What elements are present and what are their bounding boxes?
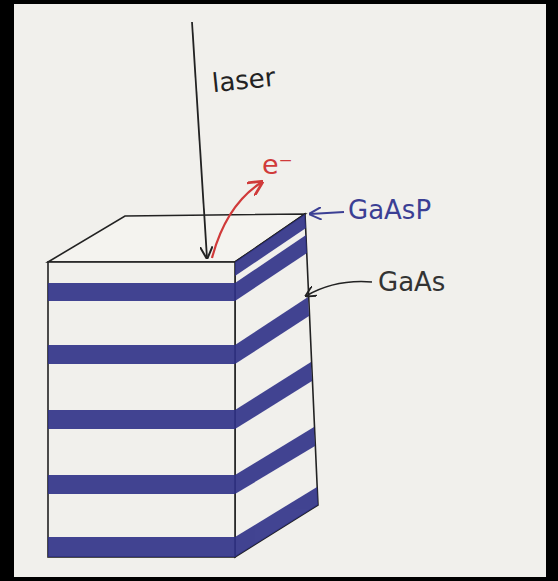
gaasp-layers bbox=[48, 214, 318, 557]
label-holder: GaAsP bbox=[348, 196, 431, 225]
electron-arrow bbox=[212, 182, 262, 258]
leader-line bbox=[310, 212, 344, 214]
paper bbox=[14, 4, 546, 577]
front-face bbox=[48, 262, 235, 557]
label-holder: e⁻ bbox=[262, 150, 293, 180]
layer-label: GaAsP bbox=[348, 196, 431, 225]
layer-label: GaAs bbox=[378, 268, 445, 297]
side-face bbox=[235, 214, 318, 557]
laser-beam bbox=[192, 22, 207, 258]
label-holder: laser bbox=[211, 63, 277, 98]
leader-line bbox=[306, 282, 372, 296]
label-holder: GaAs bbox=[378, 268, 445, 297]
particle-label: e⁻ bbox=[262, 150, 293, 180]
beam-label: laser bbox=[211, 63, 277, 98]
